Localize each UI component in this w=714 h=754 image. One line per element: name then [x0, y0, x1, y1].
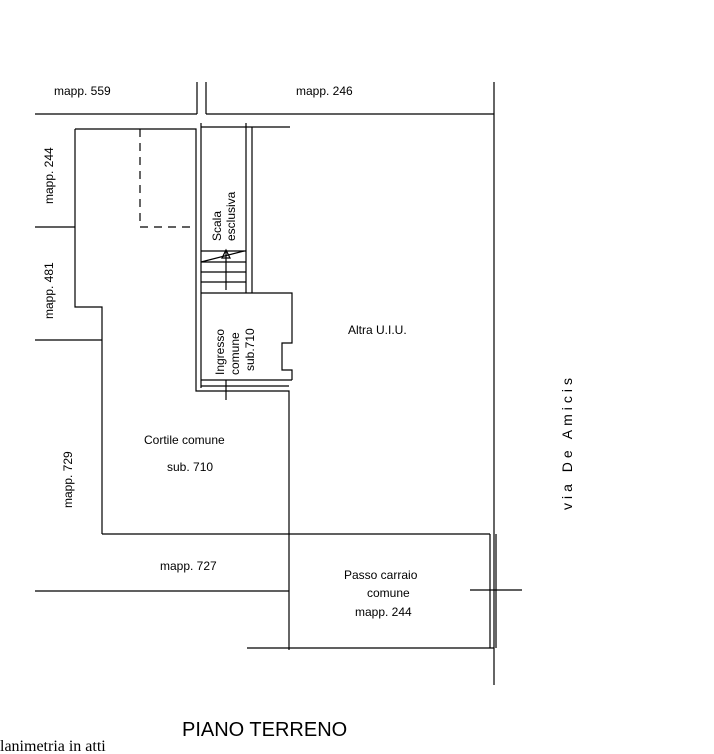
label-mapp-246: mapp. 246: [296, 84, 353, 98]
label-mapp-727: mapp. 727: [160, 559, 217, 573]
label-scala-line2: esclusiva: [224, 191, 238, 241]
label-mapp-729: mapp. 729: [61, 451, 75, 508]
label-mapp-481: mapp. 481: [42, 262, 56, 319]
label-ingresso-line1: Ingresso: [213, 329, 227, 375]
label-ingresso-line3: sub.710: [243, 328, 257, 371]
dashed-boundary: [139, 129, 196, 228]
label-passo-line1: Passo carraio: [344, 568, 418, 582]
label-cortile-line1: Cortile comune: [144, 433, 225, 447]
plan-title: PIANO TERRENO: [182, 719, 347, 741]
label-scala-line1: Scala: [210, 211, 224, 241]
boundary-lines: [35, 82, 495, 685]
staircase: [200, 123, 290, 388]
street-label: via De Amicis: [559, 374, 575, 510]
label-cortile-line2: sub. 710: [167, 460, 213, 474]
building-walls: [74, 128, 522, 650]
label-mapp-244-left: mapp. 244: [42, 147, 56, 204]
label-ingresso-line2: comune: [228, 332, 242, 375]
label-passo-line2: comune: [367, 586, 410, 600]
label-mapp-559: mapp. 559: [54, 84, 111, 98]
footer-note: lanimetria in atti: [0, 738, 106, 754]
label-passo-line3: mapp. 244: [355, 605, 412, 619]
ingresso-room: [201, 292, 293, 400]
label-altra-uiu: Altra U.I.U.: [348, 323, 407, 337]
